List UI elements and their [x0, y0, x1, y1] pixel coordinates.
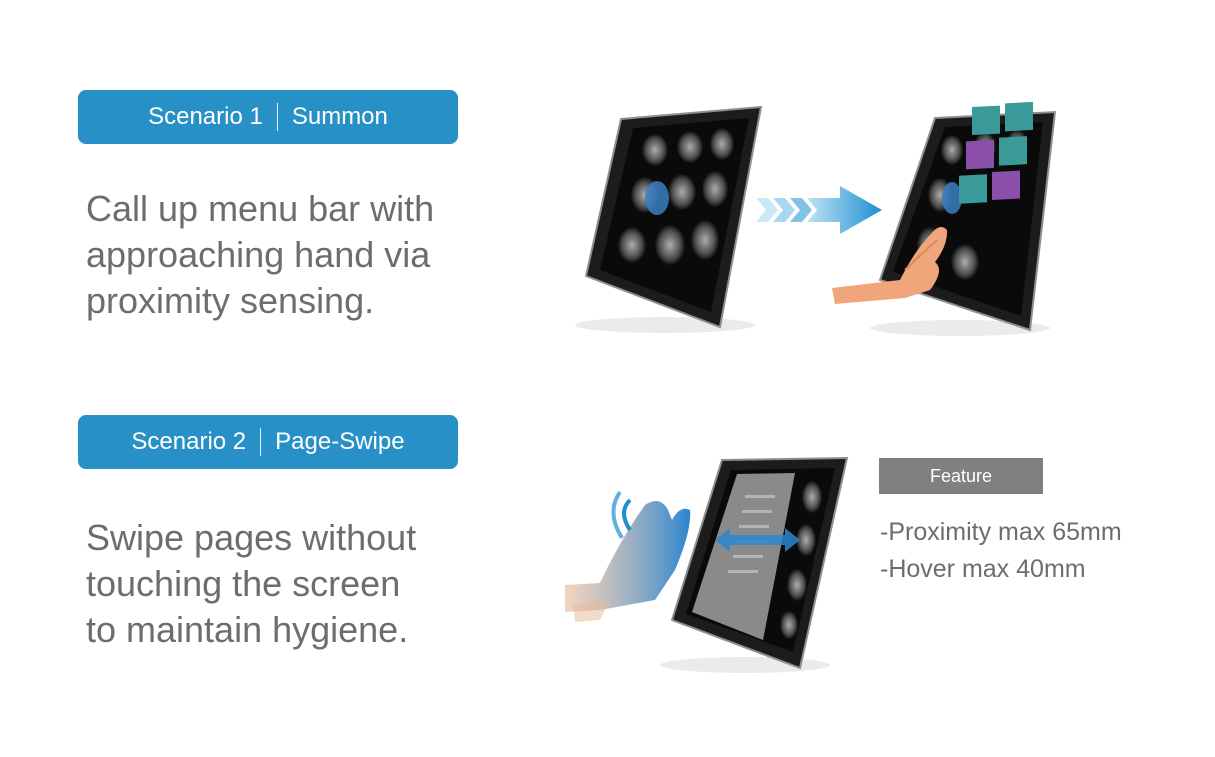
description-line: Call up menu bar with — [86, 188, 435, 229]
description-line: Swipe pages without — [86, 517, 417, 558]
description-line: proximity sensing. — [86, 280, 375, 321]
scenario-1-title: Summon — [291, 103, 388, 130]
feature-item: -Hover max 40mm — [880, 555, 1086, 583]
scenario-2-title: Page-Swipe — [275, 428, 405, 455]
tablet-page-swipe — [660, 456, 849, 673]
description-line: touching the screen — [86, 563, 401, 604]
scenario-1-badge: Scenario 1 Summon — [78, 90, 458, 144]
hand-swipe-icon — [565, 490, 691, 622]
scenario-1-label: Scenario 1 — [148, 103, 263, 130]
scenario-2-label: Scenario 2 — [131, 428, 247, 455]
badge-divider — [276, 103, 278, 131]
scenario-2-badge: Scenario 2 Page-Swipe — [78, 415, 458, 469]
scenario-2-description: Swipe pages without touching the screen … — [86, 515, 486, 653]
feature-list: -Proximity max 65mm -Hover max 40mm — [880, 514, 1122, 588]
scenario-1-description: Call up menu bar with approaching hand v… — [86, 186, 486, 324]
badge-divider — [260, 428, 262, 456]
chevron-arrow-icon — [756, 186, 882, 234]
tablet-scan-grid — [575, 105, 763, 333]
tablet-menu — [832, 101, 1057, 336]
feature-heading: Feature — [879, 458, 1043, 494]
feature-item: -Proximity max 65mm — [880, 518, 1122, 546]
description-line: approaching hand via — [86, 234, 431, 275]
description-line: to maintain hygiene. — [86, 609, 409, 650]
